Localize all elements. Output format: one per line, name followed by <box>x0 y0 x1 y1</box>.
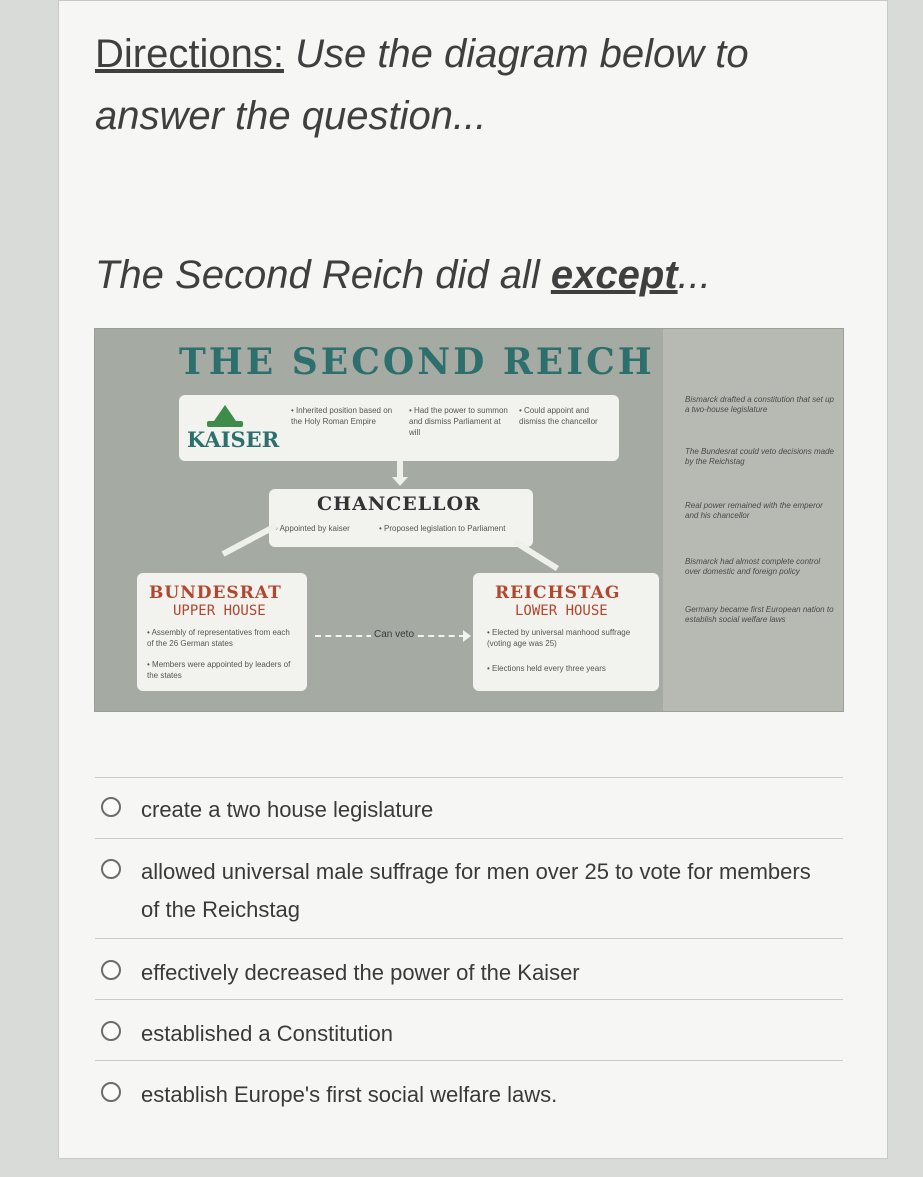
bundesrat-subtitle: UPPER HOUSE <box>173 603 266 619</box>
crown-icon <box>214 405 236 421</box>
divider <box>95 1060 843 1061</box>
question-suffix: ... <box>677 253 711 297</box>
crown-base-icon <box>207 421 243 427</box>
diagram-title: THE SECOND REICH <box>179 341 655 383</box>
divider <box>95 777 843 778</box>
second-reich-diagram: THE SECOND REICH KAISER • Inherited posi… <box>95 329 843 711</box>
directions-lead: Directions: <box>95 32 284 76</box>
chancellor-note-1: • Appointed by kaiser <box>275 524 350 533</box>
question-card: Directions: Use the diagram below to ans… <box>58 0 888 1159</box>
answer-choice-label: established a Constitution <box>141 1021 393 1046</box>
radio-button[interactable] <box>101 797 121 817</box>
kaiser-box <box>179 395 619 461</box>
radio-button[interactable] <box>101 1021 121 1041</box>
diagram-sidebar: Bismarck drafted a constitution that set… <box>663 329 843 711</box>
kaiser-label: KAISER <box>187 427 280 452</box>
reichstag-subtitle: LOWER HOUSE <box>515 603 608 619</box>
bundesrat-note-1: • Assembly of representatives from each … <box>147 628 290 648</box>
bundesrat-note-2: • Members were appointed by leaders of t… <box>147 660 291 680</box>
sidebar-note-5: Germany became first European nation to … <box>685 605 834 624</box>
radio-button[interactable] <box>101 960 121 980</box>
bundesrat-box <box>137 573 307 691</box>
reichstag-note-2: • Elections held every three years <box>487 664 606 673</box>
divider <box>95 999 843 1000</box>
radio-button[interactable] <box>101 1082 121 1102</box>
radio-button[interactable] <box>101 859 121 879</box>
sidebar-note-1: Bismarck drafted a constitution that set… <box>685 395 834 414</box>
directions-text: Directions: Use the diagram below to ans… <box>95 23 855 147</box>
reichstag-note-1: • Elected by universal manhood suffrage … <box>487 628 631 648</box>
answer-choice-label: allowed universal male suffrage for men … <box>141 859 811 922</box>
reichstag-box <box>473 573 659 691</box>
kaiser-note-1: • Inherited position based on the Holy R… <box>291 406 393 426</box>
answer-choice-label: create a two house legislature <box>141 797 434 822</box>
chancellor-note-2: • Proposed legislation to Parliament <box>379 524 506 533</box>
answer-choice-label: establish Europe's first social welfare … <box>141 1082 558 1107</box>
arrow-chancellor-to-reichstag <box>513 539 559 572</box>
chancellor-box <box>269 489 533 547</box>
chancellor-label: CHANCELLOR <box>317 493 481 515</box>
bundesrat-title: BUNDESRAT <box>149 583 282 603</box>
kaiser-note-3: • Could appoint and dismiss the chancell… <box>519 406 598 426</box>
veto-connector: Can veto <box>315 629 473 643</box>
veto-arrow-icon <box>463 630 471 642</box>
question-emphasis: except <box>550 253 678 297</box>
divider <box>95 938 843 939</box>
divider <box>95 838 843 839</box>
arrow-head-down-icon <box>392 477 408 486</box>
sidebar-note-4: Bismarck had almost complete control ove… <box>685 557 821 576</box>
sidebar-note-3: Real power remained with the emperor and… <box>685 501 823 520</box>
sidebar-note-2: The Bundesrat could veto decisions made … <box>685 447 834 466</box>
answer-choice-label: effectively decreased the power of the K… <box>141 960 580 985</box>
question-prompt: The Second Reich did all except... <box>95 247 855 303</box>
arrow-kaiser-to-chancellor <box>397 461 403 479</box>
directions-body: Use the diagram below to answer the ques… <box>95 32 749 138</box>
kaiser-note-2: • Had the power to summon and dismiss Pa… <box>409 406 508 437</box>
question-prefix: The Second Reich did all <box>95 253 551 297</box>
veto-label: Can veto <box>371 629 418 640</box>
reichstag-title: REICHSTAG <box>495 583 621 603</box>
